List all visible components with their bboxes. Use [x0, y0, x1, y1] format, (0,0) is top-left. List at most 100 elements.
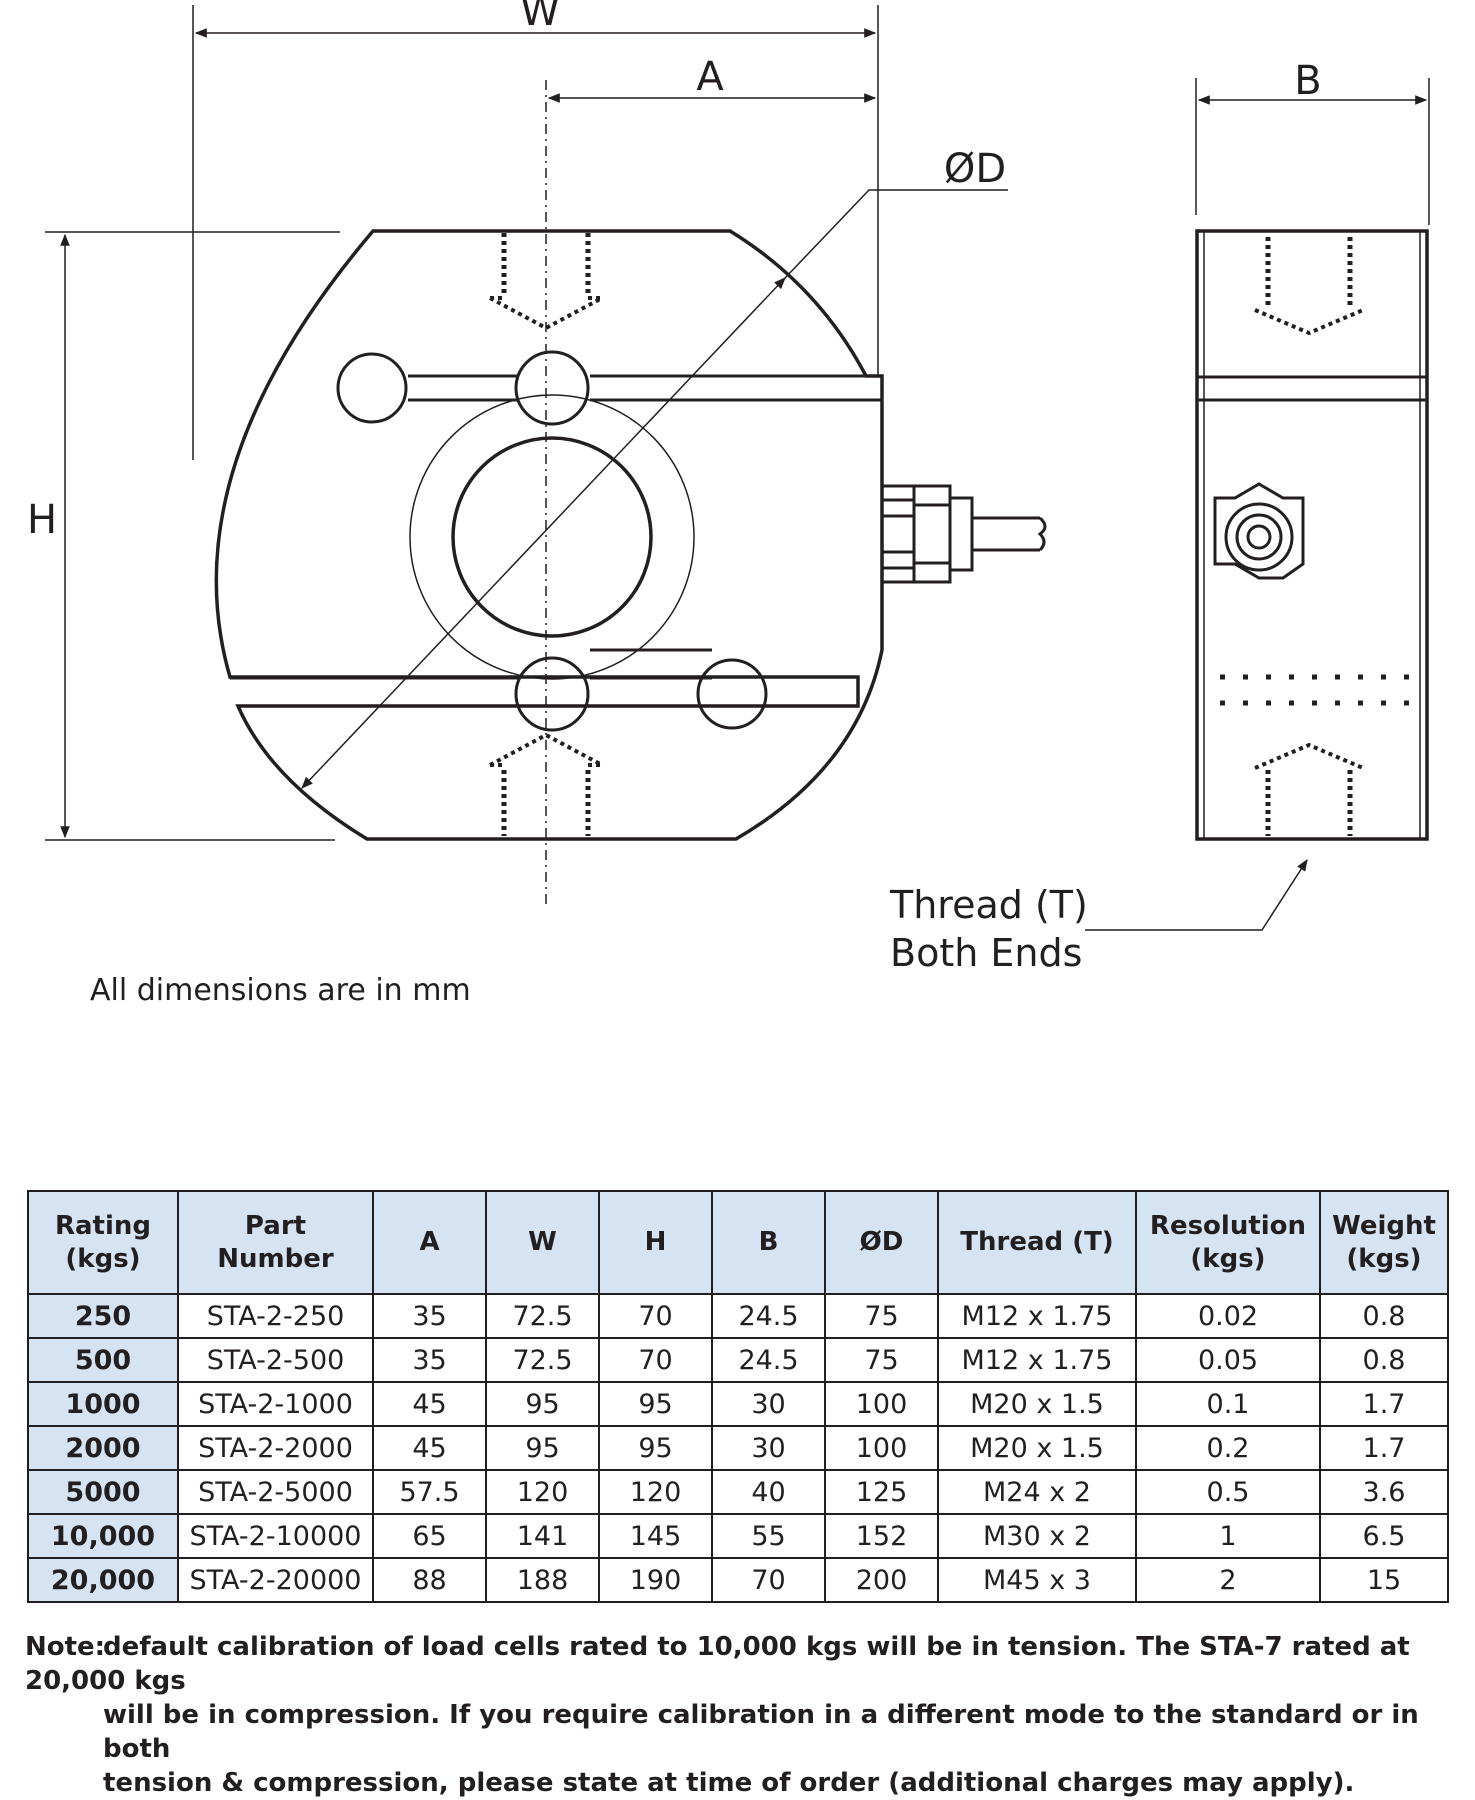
table-cell: 24.5 [711, 1293, 826, 1339]
table-cell: 1.7 [1319, 1381, 1449, 1427]
rating-cell: 500 [27, 1337, 179, 1383]
thread-callout-line2: Both Ends [890, 931, 1082, 975]
table-cell: STA-2-250 [177, 1293, 374, 1339]
table-cell: 45 [372, 1381, 487, 1427]
table-cell: 120 [598, 1469, 713, 1515]
table-cell: 55 [711, 1513, 826, 1559]
load-cell-body [214, 229, 884, 841]
units-note: All dimensions are in mm [90, 973, 471, 1008]
diameter-leader [784, 189, 1008, 279]
table-cell: STA-2-1000 [177, 1381, 374, 1427]
table-cell: 72.5 [485, 1337, 600, 1383]
cable-gland [880, 484, 1047, 584]
side-bottom-thread-indicator [1254, 742, 1364, 836]
table-cell: 95 [485, 1381, 600, 1427]
bore-outer-ring [409, 394, 695, 680]
table-cell: M30 x 2 [937, 1513, 1137, 1559]
top-thread-indicator [489, 233, 603, 331]
header-weight: Weight(kgs) [1319, 1190, 1449, 1295]
table-cell: 0.02 [1135, 1293, 1321, 1339]
table-cell: 0.5 [1135, 1469, 1321, 1515]
footnote-line-3: tension & compression, please state at t… [103, 1768, 1355, 1798]
table-cell: 141 [485, 1513, 600, 1559]
bore-inner [451, 436, 653, 638]
table-cell: STA-2-20000 [177, 1557, 374, 1603]
side-top-thread-indicator [1254, 237, 1364, 336]
table-cell: 95 [485, 1425, 600, 1471]
footnote-line-2: will be in compression. If you require c… [103, 1700, 1419, 1764]
header-rating: Rating(kgs) [27, 1190, 179, 1295]
table-cell: M24 x 2 [937, 1469, 1137, 1515]
table-cell: 88 [372, 1557, 487, 1603]
table-cell: 2 [1135, 1557, 1321, 1603]
header-h: H [598, 1190, 713, 1295]
table-cell: STA-2-2000 [177, 1425, 374, 1471]
dimension-label-h: H [27, 497, 57, 543]
table-cell: M12 x 1.75 [937, 1337, 1137, 1383]
table-cell: 24.5 [711, 1337, 826, 1383]
table-cell: 72.5 [485, 1293, 600, 1339]
table-cell: 75 [824, 1337, 939, 1383]
table-cell: STA-2-10000 [177, 1513, 374, 1559]
slot-hole-center-bottom [514, 656, 590, 732]
diameter-dimension-line [301, 277, 786, 789]
table-cell: 70 [598, 1293, 713, 1339]
table-cell: 15 [1319, 1557, 1449, 1603]
table-cell: 200 [824, 1557, 939, 1603]
bottom-thread-indicator [489, 732, 603, 836]
table-cell: 35 [372, 1293, 487, 1339]
table-cell: 120 [485, 1469, 600, 1515]
side-gland-ring-outer [1224, 502, 1294, 572]
rating-cell: 10,000 [27, 1513, 179, 1559]
dimension-label-b: B [1294, 58, 1321, 104]
table-cell: 0.05 [1135, 1337, 1321, 1383]
thread-leader [1085, 858, 1308, 931]
rating-cell: 2000 [27, 1425, 179, 1471]
dimension-label-a: A [696, 54, 724, 100]
table-cell: 100 [824, 1425, 939, 1471]
header-a: A [372, 1190, 487, 1295]
lower-slot [230, 648, 712, 680]
table-cell: 57.5 [372, 1469, 487, 1515]
table-cell: 70 [598, 1337, 713, 1383]
table-cell: 188 [485, 1557, 600, 1603]
table-cell: 190 [598, 1557, 713, 1603]
table-cell: 1 [1135, 1513, 1321, 1559]
side-gland-ring-middle [1235, 513, 1283, 561]
table-cell: 95 [598, 1425, 713, 1471]
rating-cell: 20,000 [27, 1557, 179, 1603]
dimension-label-w: W [520, 0, 560, 35]
upper-slot [408, 374, 882, 402]
table-cell: 30 [711, 1381, 826, 1427]
calibration-footnote: Note:default calibration of load cells r… [25, 1630, 1455, 1800]
rating-cell: 1000 [27, 1381, 179, 1427]
table-cell: 0.8 [1319, 1337, 1449, 1383]
header-resolution: Resolution(kgs) [1135, 1190, 1321, 1295]
rating-cell: 5000 [27, 1469, 179, 1515]
table-cell: 6.5 [1319, 1513, 1449, 1559]
side-hex-nut [1213, 482, 1305, 580]
table-cell: 0.2 [1135, 1425, 1321, 1471]
table-cell: 70 [711, 1557, 826, 1603]
table-cell: 125 [824, 1469, 939, 1515]
load-cell-drawing: W A B ØD H Thread (T) Both Ends [27, 0, 1430, 975]
header-w: W [485, 1190, 600, 1295]
table-cell: 100 [824, 1381, 939, 1427]
rating-cell: 250 [27, 1293, 179, 1339]
table-cell: 30 [711, 1425, 826, 1471]
table-cell: 35 [372, 1337, 487, 1383]
table-cell: STA-2-5000 [177, 1469, 374, 1515]
front-view [45, 5, 1047, 905]
slot-hole-left [336, 352, 408, 424]
table-cell: 40 [711, 1469, 826, 1515]
table-cell: 145 [598, 1513, 713, 1559]
table-cell: 75 [824, 1293, 939, 1339]
side-view [1085, 78, 1430, 931]
